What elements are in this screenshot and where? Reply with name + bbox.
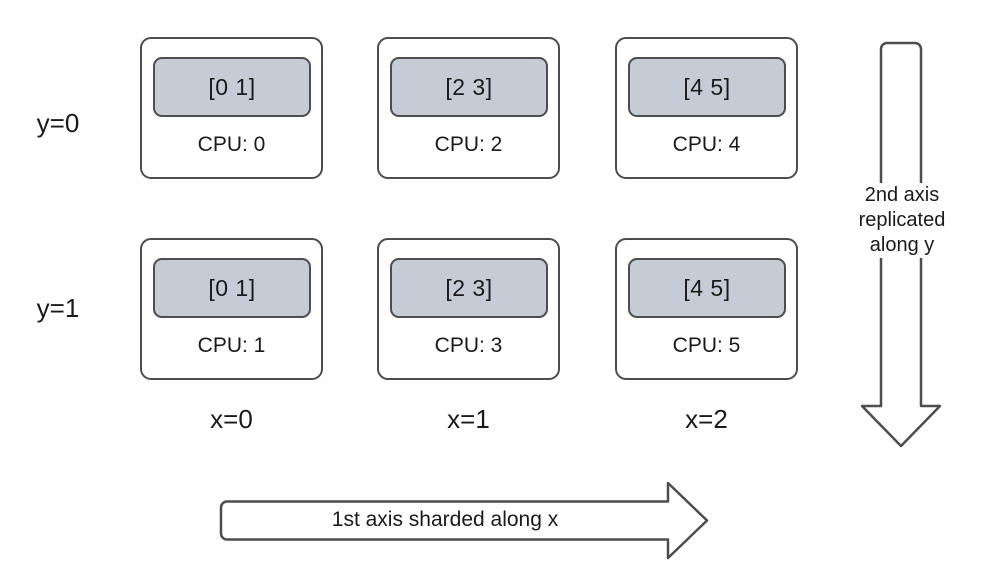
- cpu-label-r0c0: CPU: 0: [197, 133, 266, 156]
- shard-chip-r0c1: [2 3]: [390, 57, 548, 117]
- horizontal-arrow-icon: [219, 481, 709, 560]
- shard-chip-r1c2: [4 5]: [628, 258, 786, 318]
- device-cell-r0c0[interactable]: [0 1] CPU: 0: [140, 37, 323, 179]
- cpu-label-r1c1: CPU: 3: [434, 334, 503, 357]
- device-cell-r1c2[interactable]: [4 5] CPU: 5: [615, 238, 798, 380]
- shard-chip-r0c0: [0 1]: [153, 57, 311, 117]
- shard-chip-r1c0: [0 1]: [153, 258, 311, 318]
- shard-label-r1c0: [0 1]: [208, 274, 256, 301]
- col-label-x2: x=2: [685, 404, 728, 434]
- shard-label-r0c0: [0 1]: [208, 73, 256, 100]
- vertical-arrow-label: 2nd axis replicated along y: [846, 183, 958, 258]
- row-label-y0: y=0: [36, 108, 80, 138]
- cpu-label-r1c0: CPU: 1: [197, 334, 266, 357]
- shard-chip-r1c1: [2 3]: [390, 258, 548, 318]
- horizontal-arrow-label: 1st axis sharded along x: [331, 508, 559, 531]
- col-label-x1: x=1: [447, 404, 490, 434]
- col-label-x0: x=0: [210, 404, 253, 434]
- shard-label-r0c1: [2 3]: [445, 73, 493, 100]
- row-label-y1: y=1: [36, 293, 80, 323]
- cpu-label-r0c2: CPU: 4: [672, 133, 741, 156]
- device-cell-r0c2[interactable]: [4 5] CPU: 4: [615, 37, 798, 179]
- shard-label-r1c1: [2 3]: [445, 274, 493, 301]
- cpu-label-r1c2: CPU: 5: [672, 334, 741, 357]
- shard-chip-r0c2: [4 5]: [628, 57, 786, 117]
- vertical-arrow-label-line3: along y: [869, 234, 935, 256]
- vertical-arrow-label-line1: 2nd axis: [864, 184, 940, 206]
- shard-label-r0c2: [4 5]: [683, 73, 731, 100]
- vertical-arrow-label-line2: replicated: [858, 209, 946, 231]
- device-cell-r0c1[interactable]: [2 3] CPU: 2: [377, 37, 560, 179]
- shard-label-r1c2: [4 5]: [683, 274, 731, 301]
- device-cell-r1c0[interactable]: [0 1] CPU: 1: [140, 238, 323, 380]
- device-cell-r1c1[interactable]: [2 3] CPU: 3: [377, 238, 560, 380]
- cpu-label-r0c1: CPU: 2: [434, 133, 503, 156]
